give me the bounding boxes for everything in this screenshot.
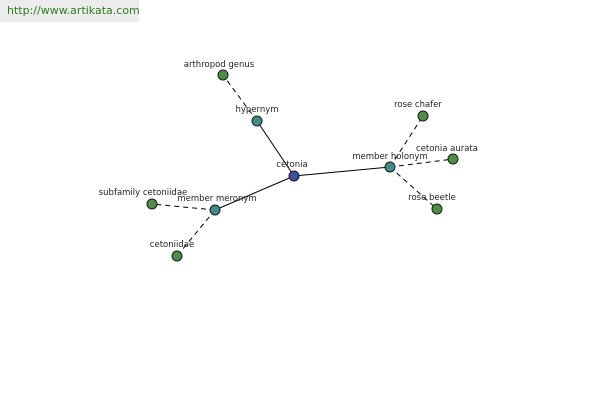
edge-cetonia-member-holonym [293, 166, 391, 177]
edge-member-holonym-rose-beetle [389, 166, 438, 210]
node-label-rose-beetle[interactable]: rose beetle [408, 193, 456, 203]
node-rose-beetle[interactable] [431, 203, 443, 215]
node-label-member-holonym[interactable]: member holonym [352, 152, 427, 162]
node-label-cetonia[interactable]: cetonia [276, 160, 307, 170]
edge-hypernym-arthropod-genus [222, 74, 258, 122]
node-label-cetonia-aurata[interactable]: cetonia aurata [416, 144, 478, 154]
node-rose-chafer[interactable] [417, 110, 429, 122]
node-label-cetoniidae[interactable]: cetoniidae [150, 240, 194, 250]
edge-member-meronym-subfamily-cetoniidae [151, 203, 216, 211]
node-label-subfamily-cetoniidae[interactable]: subfamily cetoniidae [99, 188, 188, 198]
edge-cetonia-hypernym [256, 120, 295, 177]
edge-member-holonym-rose-chafer [389, 115, 424, 168]
site-link[interactable]: http://www.artikata.com [0, 0, 140, 22]
edge-member-holonym-cetonia-aurata [389, 158, 454, 168]
edges-layer [151, 74, 454, 257]
node-subfamily-cetoniidae[interactable] [146, 198, 158, 210]
node-member-holonym[interactable] [384, 161, 396, 173]
node-cetonia[interactable] [288, 170, 300, 182]
labels-layer: cetonia hypernym member holonym member mero… [99, 60, 478, 250]
edge-member-meronym-cetoniidae [176, 209, 216, 257]
nodes-layer [146, 69, 459, 262]
node-arthropod-genus[interactable] [217, 69, 229, 81]
node-label-member-meronym[interactable]: member meronym [177, 194, 256, 204]
node-cetonia-aurata[interactable] [447, 153, 459, 165]
node-label-hypernym[interactable]: hypernym [235, 105, 278, 115]
node-hypernym[interactable] [251, 115, 263, 127]
edge-cetonia-member-meronym [214, 175, 295, 211]
node-label-rose-chafer[interactable]: rose chafer [394, 100, 442, 110]
node-cetoniidae[interactable] [171, 250, 183, 262]
node-member-meronym[interactable] [209, 204, 221, 216]
node-label-arthropod-genus[interactable]: arthropod genus [184, 60, 255, 70]
